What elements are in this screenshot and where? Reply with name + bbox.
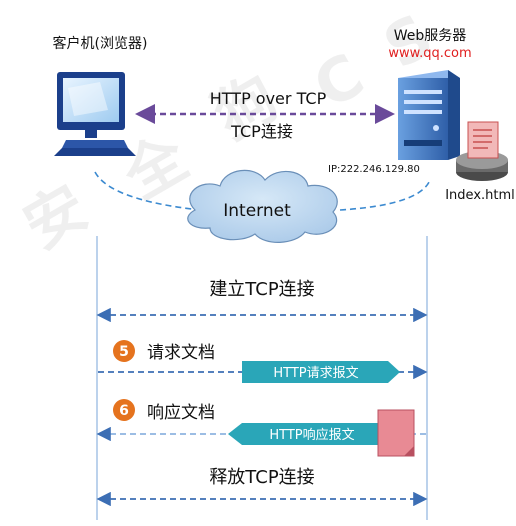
server-label: Web服务器 <box>394 28 467 44</box>
network-arc <box>94 171 431 211</box>
request-message-box <box>242 361 400 383</box>
response-message-label: HTTP响应报文 <box>269 427 354 443</box>
internet-label: Internet <box>223 201 291 221</box>
document-icon <box>456 121 508 181</box>
response-document-icon <box>377 409 415 457</box>
client-label: 客户机(浏览器) <box>53 35 148 52</box>
server-icon <box>398 70 460 160</box>
svg-text:C: C <box>303 40 376 123</box>
file-label: Index.html <box>445 188 515 203</box>
step-6-number: 6 <box>119 403 129 419</box>
tcp-connection-label: TCP连接 <box>230 122 293 141</box>
step-5-number: 5 <box>119 344 129 360</box>
release-tcp-label: 释放TCP连接 <box>209 467 314 488</box>
response-label: 响应文档 <box>147 403 215 423</box>
step-6-badge <box>113 399 135 421</box>
protocol-label: HTTP over TCP <box>210 89 327 108</box>
establish-tcp-label: 建立TCP连接 <box>209 279 314 300</box>
response-message-box <box>228 423 380 445</box>
step-5-badge <box>113 340 135 362</box>
svg-text:全: 全 <box>112 122 201 214</box>
server-ip: IP:222.246.129.80 <box>328 164 420 175</box>
request-label: 请求文档 <box>147 343 215 363</box>
computer-icon <box>54 72 136 156</box>
cloud-icon <box>187 169 338 243</box>
request-message-label: HTTP请求报文 <box>273 366 358 381</box>
server-domain: www.qq.com <box>388 46 471 61</box>
svg-text:安: 安 <box>13 172 100 263</box>
